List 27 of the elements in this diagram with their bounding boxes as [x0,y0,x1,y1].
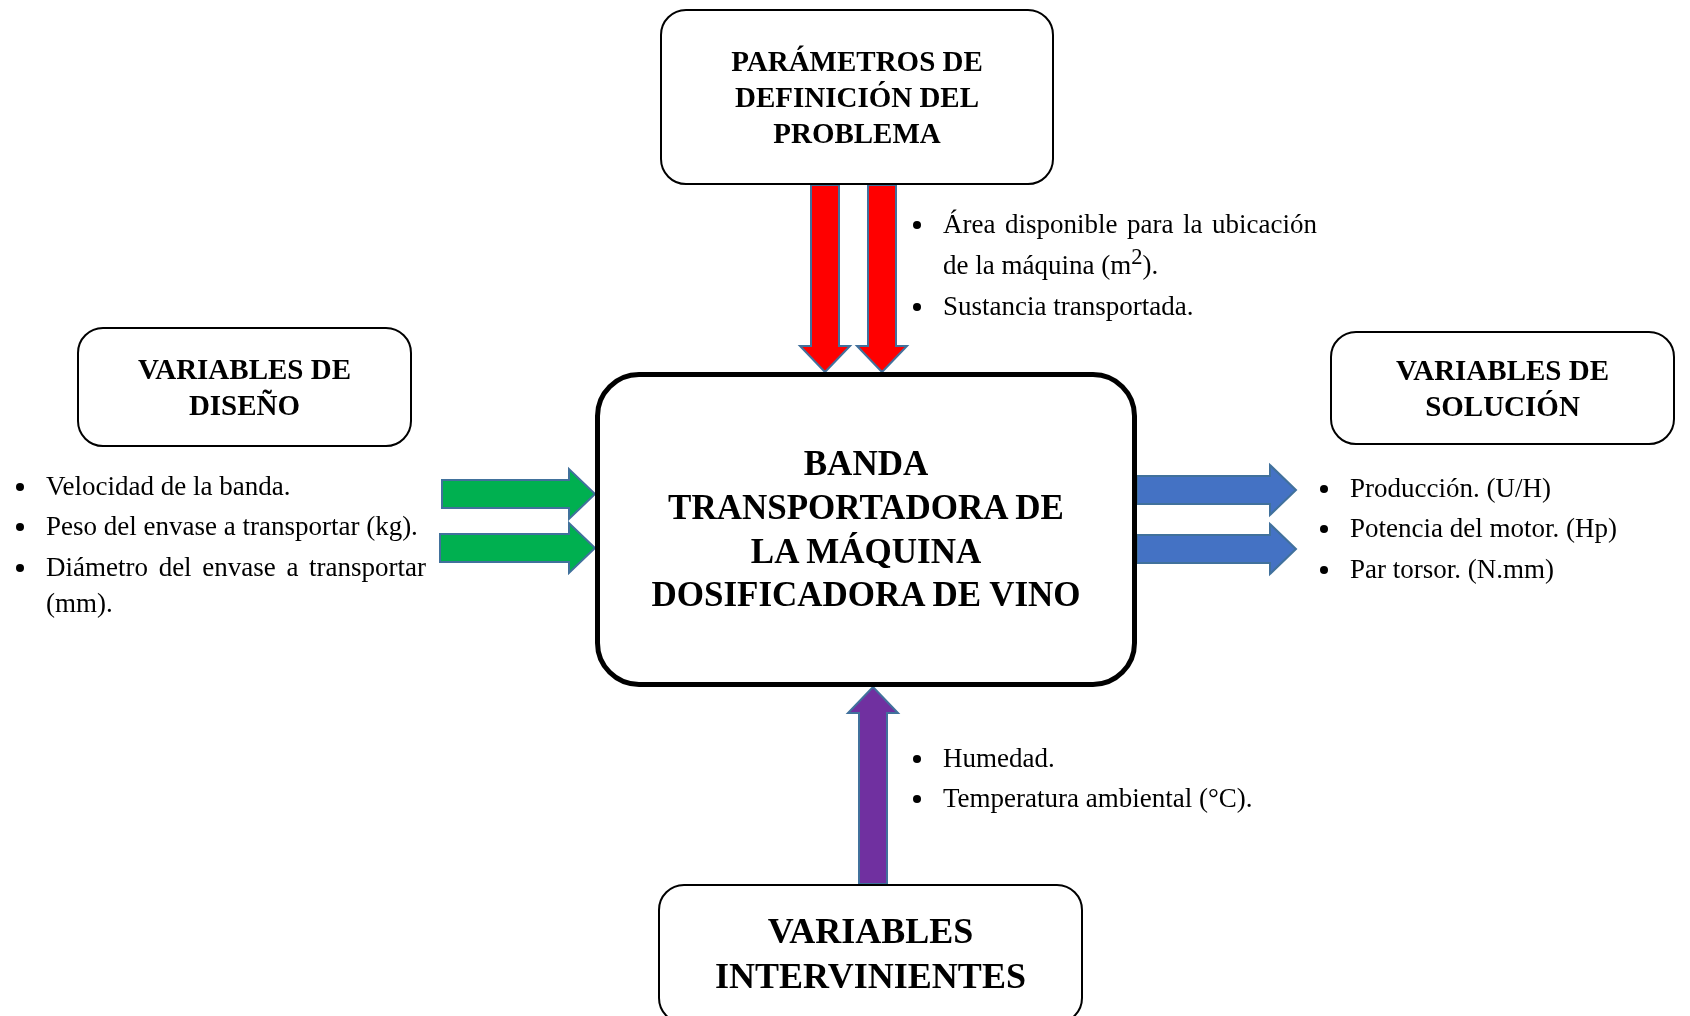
block-arrow [854,184,910,374]
category-box [660,9,1054,185]
block-arrow [1136,521,1298,577]
box-title: VARIABLES INTERVINIENTES [714,910,1027,998]
bullet-text: Temperatura ambiental (°C). [943,783,1253,814]
box-title: VARIABLES DE DISEÑO [137,351,352,423]
bullet-text: Par torsor. (N.mm) [1350,553,1554,584]
category-box [1330,331,1675,445]
bullet-text: Velocidad de la banda. [46,471,291,501]
block-arrow [1136,462,1298,518]
bullet-text: Sustancia transportada. [943,290,1194,321]
bullet-text: Producción. (U/H) [1350,473,1551,503]
block-arrow [439,520,597,576]
main-process-box [595,372,1137,687]
bullet-text: Diámetro del envase a transportar (mm). [46,551,426,619]
block-arrow [441,466,597,522]
category-box [77,327,412,447]
box-title: VARIABLES DE SOLUCIÓN [1395,352,1610,424]
bullet-text: Humedad. [943,743,1055,773]
block-arrow [797,184,853,374]
block-arrow [845,685,901,885]
box-title: BANDA TRANSPORTADORA DE LA MÁQUINA DOSIFICADORA DE VINO [650,443,1082,617]
box-title: PARÁMETROS DE DEFINICIÓN DEL PROBLEMA [730,43,984,152]
bullet-text: Área disponible para la ubicación de la máquina (m$^{2}$). [943,209,1317,281]
bullet-text: Peso del envase a transportar (kg). [46,511,418,542]
bullet-text: Potencia del motor. (Hp) [1350,513,1617,544]
category-box [658,884,1083,1016]
